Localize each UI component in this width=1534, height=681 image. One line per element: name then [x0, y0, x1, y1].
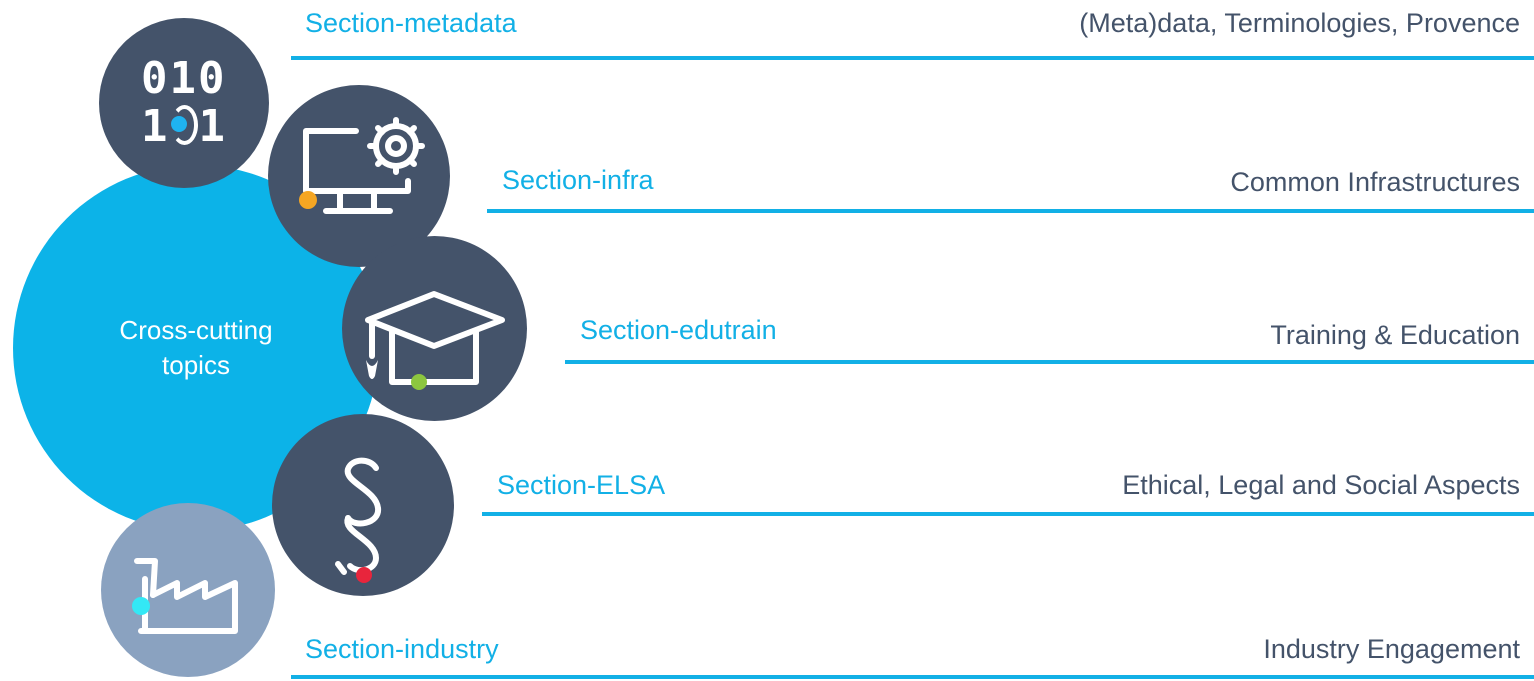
- elsa-description: Ethical, Legal and Social Aspects: [1122, 470, 1520, 500]
- industry-description: Industry Engagement: [1263, 634, 1520, 664]
- section-edutrain-label: Section-edutrain: [580, 315, 777, 345]
- infra-description: Common Infrastructures: [1230, 167, 1520, 197]
- elsa-circle: [272, 414, 454, 596]
- industry-circle: [101, 503, 275, 677]
- section-elsa-label: Section-ELSA: [497, 470, 666, 500]
- metadata-rule: [291, 56, 1534, 60]
- factory-icon: [132, 558, 238, 634]
- edutrain-rule: [565, 360, 1534, 364]
- computer-gear-icon: [299, 117, 425, 214]
- elsa-rule: [482, 512, 1534, 516]
- graduation-cap-icon: [365, 291, 505, 390]
- industry-rule: [291, 675, 1534, 679]
- edutrain-description: Training & Education: [1270, 320, 1520, 350]
- metadata-dot: [171, 116, 187, 132]
- edutrain-circle: [342, 236, 527, 421]
- section-infra-label: Section-infra: [502, 165, 654, 195]
- metadata-description: (Meta)data, Terminologies, Provence: [1079, 8, 1520, 38]
- section-metadata-label: Section-metadata: [305, 8, 517, 38]
- paragraph-icon: [335, 457, 381, 583]
- cross-cutting-label: Cross-cutting topics: [119, 314, 273, 380]
- infra-rule: [487, 209, 1534, 213]
- section-industry-label: Section-industry: [305, 634, 499, 664]
